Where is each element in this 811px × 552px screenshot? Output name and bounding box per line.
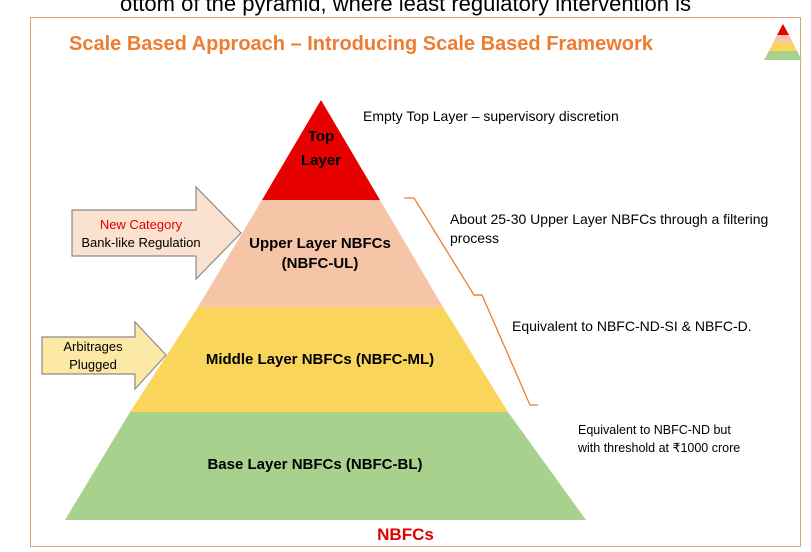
new-category-arrow	[71, 185, 242, 281]
top-layer-shape	[262, 100, 380, 200]
middle-layer-bracket	[474, 294, 538, 406]
base-layer-note-line1: Equivalent to NBFC-ND but	[578, 423, 731, 437]
arbitrages-label-line1: Arbitrages	[63, 339, 123, 354]
upper-layer-note-line2: process	[450, 230, 500, 246]
new-category-label: New Category	[99, 217, 183, 232]
upper-layer-note-line1: About 25-30 Upper Layer NBFCs through a …	[450, 211, 769, 227]
base-layer-note: Equivalent to NBFC-ND but with threshold…	[578, 421, 740, 457]
base-layer-label: Base Layer NBFCs (NBFC-BL)	[207, 456, 423, 473]
pyramid-footer-label: NBFCs	[377, 525, 434, 544]
top-layer-label: Top Layer	[281, 127, 361, 171]
upper-layer-label-line2: (NBFC-UL)	[281, 255, 359, 272]
upper-layer-label-line1: Upper Layer NBFCs	[249, 235, 391, 252]
upper-layer-shape	[198, 200, 443, 307]
arbitrages-arrow	[41, 320, 167, 391]
new-category-arrow-text: New Category Bank-like Regulation	[76, 216, 206, 252]
mini-pyramid-icon	[764, 24, 802, 60]
base-layer-shape	[65, 412, 586, 520]
cropped-caption-fragment: ottom of the pyramid, where least regula…	[119, 0, 692, 16]
middle-layer-shape	[130, 307, 508, 412]
arbitrages-arrow-text: Arbitrages Plugged	[44, 338, 142, 374]
slide-title: Scale Based Approach – Introducing Scale…	[69, 33, 653, 55]
upper-layer-label: Upper Layer NBFCs (NBFC-UL)	[230, 234, 410, 274]
arbitrages-label-line2: Plugged	[69, 357, 117, 372]
middle-layer-note: Equivalent to NBFC-ND-SI & NBFC-D.	[512, 318, 752, 334]
top-layer-note: Empty Top Layer – supervisory discretion	[363, 108, 619, 124]
bank-like-regulation-label: Bank-like Regulation	[81, 235, 201, 250]
middle-layer-label: Middle Layer NBFCs (NBFC-ML)	[205, 351, 435, 368]
upper-layer-note: About 25-30 Upper Layer NBFCs through a …	[450, 210, 800, 248]
top-layer-label-line1: Top	[307, 128, 335, 145]
top-layer-label-line2: Layer	[300, 152, 342, 169]
base-layer-note-line2: with threshold at ₹1000 crore	[578, 441, 741, 455]
